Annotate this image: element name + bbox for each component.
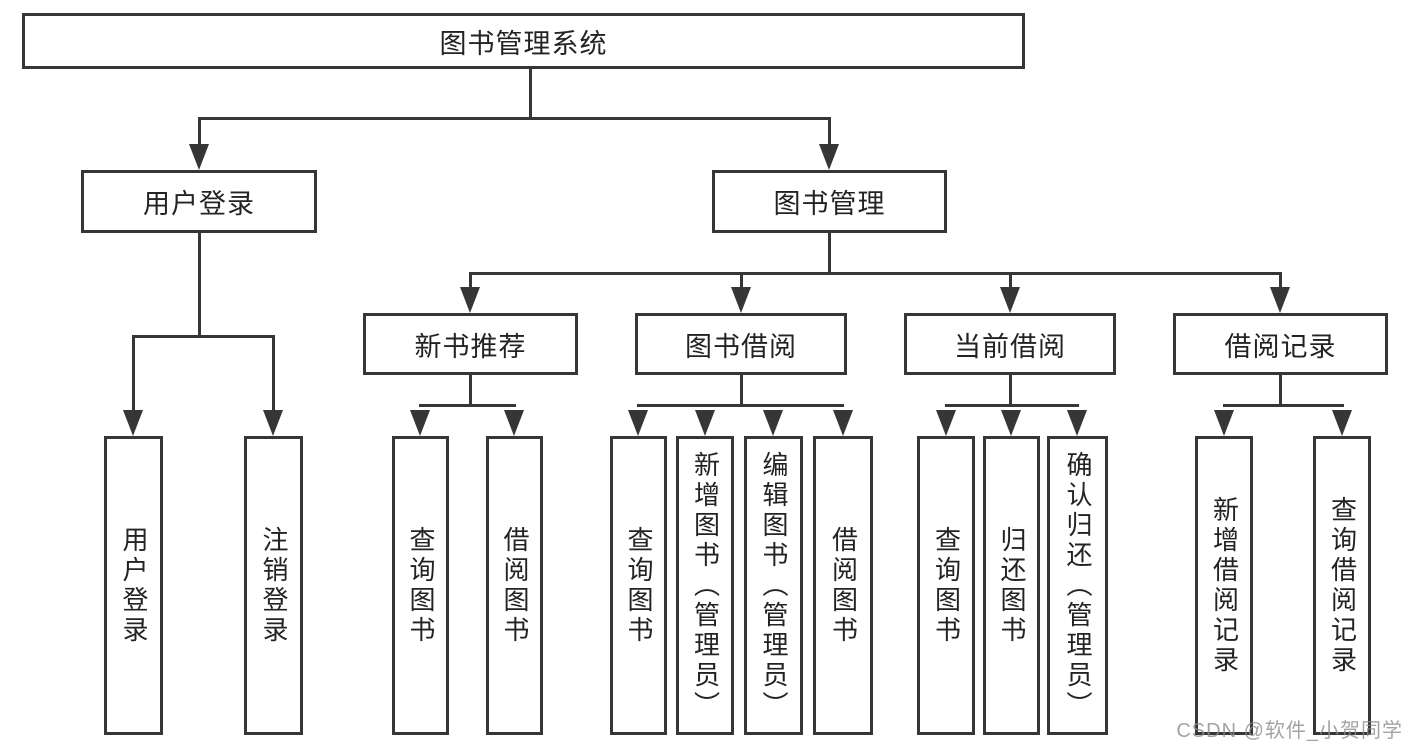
leaf-add-books-admin: 新增图书（管理员） <box>676 436 734 735</box>
arrow-down-icon <box>189 144 209 170</box>
leaf-query-borrow-record: 查询借阅记录 <box>1313 436 1371 735</box>
arrow-down-icon <box>763 410 783 436</box>
arrow-down-icon <box>1214 410 1234 436</box>
connector-line <box>198 233 201 337</box>
arrow-down-icon <box>504 410 524 436</box>
arrow-down-icon <box>1001 410 1021 436</box>
connector-line <box>132 336 135 414</box>
connector-line <box>469 272 1282 275</box>
arrow-down-icon <box>1000 287 1020 313</box>
arrow-down-icon <box>695 410 715 436</box>
arrow-down-icon <box>123 410 143 436</box>
connector-line <box>469 375 472 407</box>
arrow-down-icon <box>819 144 839 170</box>
connector-line <box>945 404 1079 407</box>
connector-line <box>198 117 831 120</box>
leaf-query-books-2: 查询图书 <box>610 436 667 735</box>
node-root-system: 图书管理系统 <box>22 13 1025 69</box>
connector-line <box>1009 273 1012 291</box>
arrow-down-icon <box>628 410 648 436</box>
leaf-add-borrow-record: 新增借阅记录 <box>1195 436 1253 735</box>
leaf-return-books: 归还图书 <box>983 436 1040 735</box>
connector-line <box>272 336 275 414</box>
arrow-down-icon <box>1332 410 1352 436</box>
leaf-query-books-3: 查询图书 <box>917 436 975 735</box>
node-book-borrow: 图书借阅 <box>635 313 847 375</box>
connector-line <box>1223 404 1344 407</box>
leaf-confirm-return-admin: 确认归还（管理员） <box>1047 436 1108 735</box>
connector-line <box>529 68 532 119</box>
connector-line <box>828 233 831 275</box>
connector-line <box>198 118 201 148</box>
connector-line <box>1009 375 1012 407</box>
leaf-logout: 注销登录 <box>244 436 303 735</box>
connector-line <box>637 404 844 407</box>
arrow-down-icon <box>410 410 430 436</box>
leaf-borrow-books-1: 借阅图书 <box>486 436 543 735</box>
leaf-borrow-books-2: 借阅图书 <box>813 436 873 735</box>
connector-line <box>740 375 743 407</box>
leaf-edit-books-admin: 编辑图书（管理员） <box>744 436 803 735</box>
arrow-down-icon <box>731 287 751 313</box>
arrow-down-icon <box>460 287 480 313</box>
arrow-down-icon <box>1270 287 1290 313</box>
arrow-down-icon <box>833 410 853 436</box>
connector-line <box>469 273 472 291</box>
node-current-borrow: 当前借阅 <box>904 313 1116 375</box>
arrow-down-icon <box>936 410 956 436</box>
connector-line <box>1279 375 1282 407</box>
connector-line <box>1279 273 1282 291</box>
node-user-login: 用户登录 <box>81 170 317 233</box>
connector-line <box>419 404 516 407</box>
arrow-down-icon <box>1067 410 1087 436</box>
node-new-book-recommend: 新书推荐 <box>363 313 578 375</box>
csdn-watermark: CSDN @软件_小贺同学 <box>1176 720 1403 742</box>
connector-line <box>132 335 275 338</box>
node-book-management: 图书管理 <box>712 170 947 233</box>
connector-line <box>828 118 831 148</box>
leaf-query-books-1: 查询图书 <box>392 436 449 735</box>
leaf-user-login: 用户登录 <box>104 436 163 735</box>
connector-line <box>740 273 743 291</box>
arrow-down-icon <box>263 410 283 436</box>
node-borrow-records: 借阅记录 <box>1173 313 1388 375</box>
